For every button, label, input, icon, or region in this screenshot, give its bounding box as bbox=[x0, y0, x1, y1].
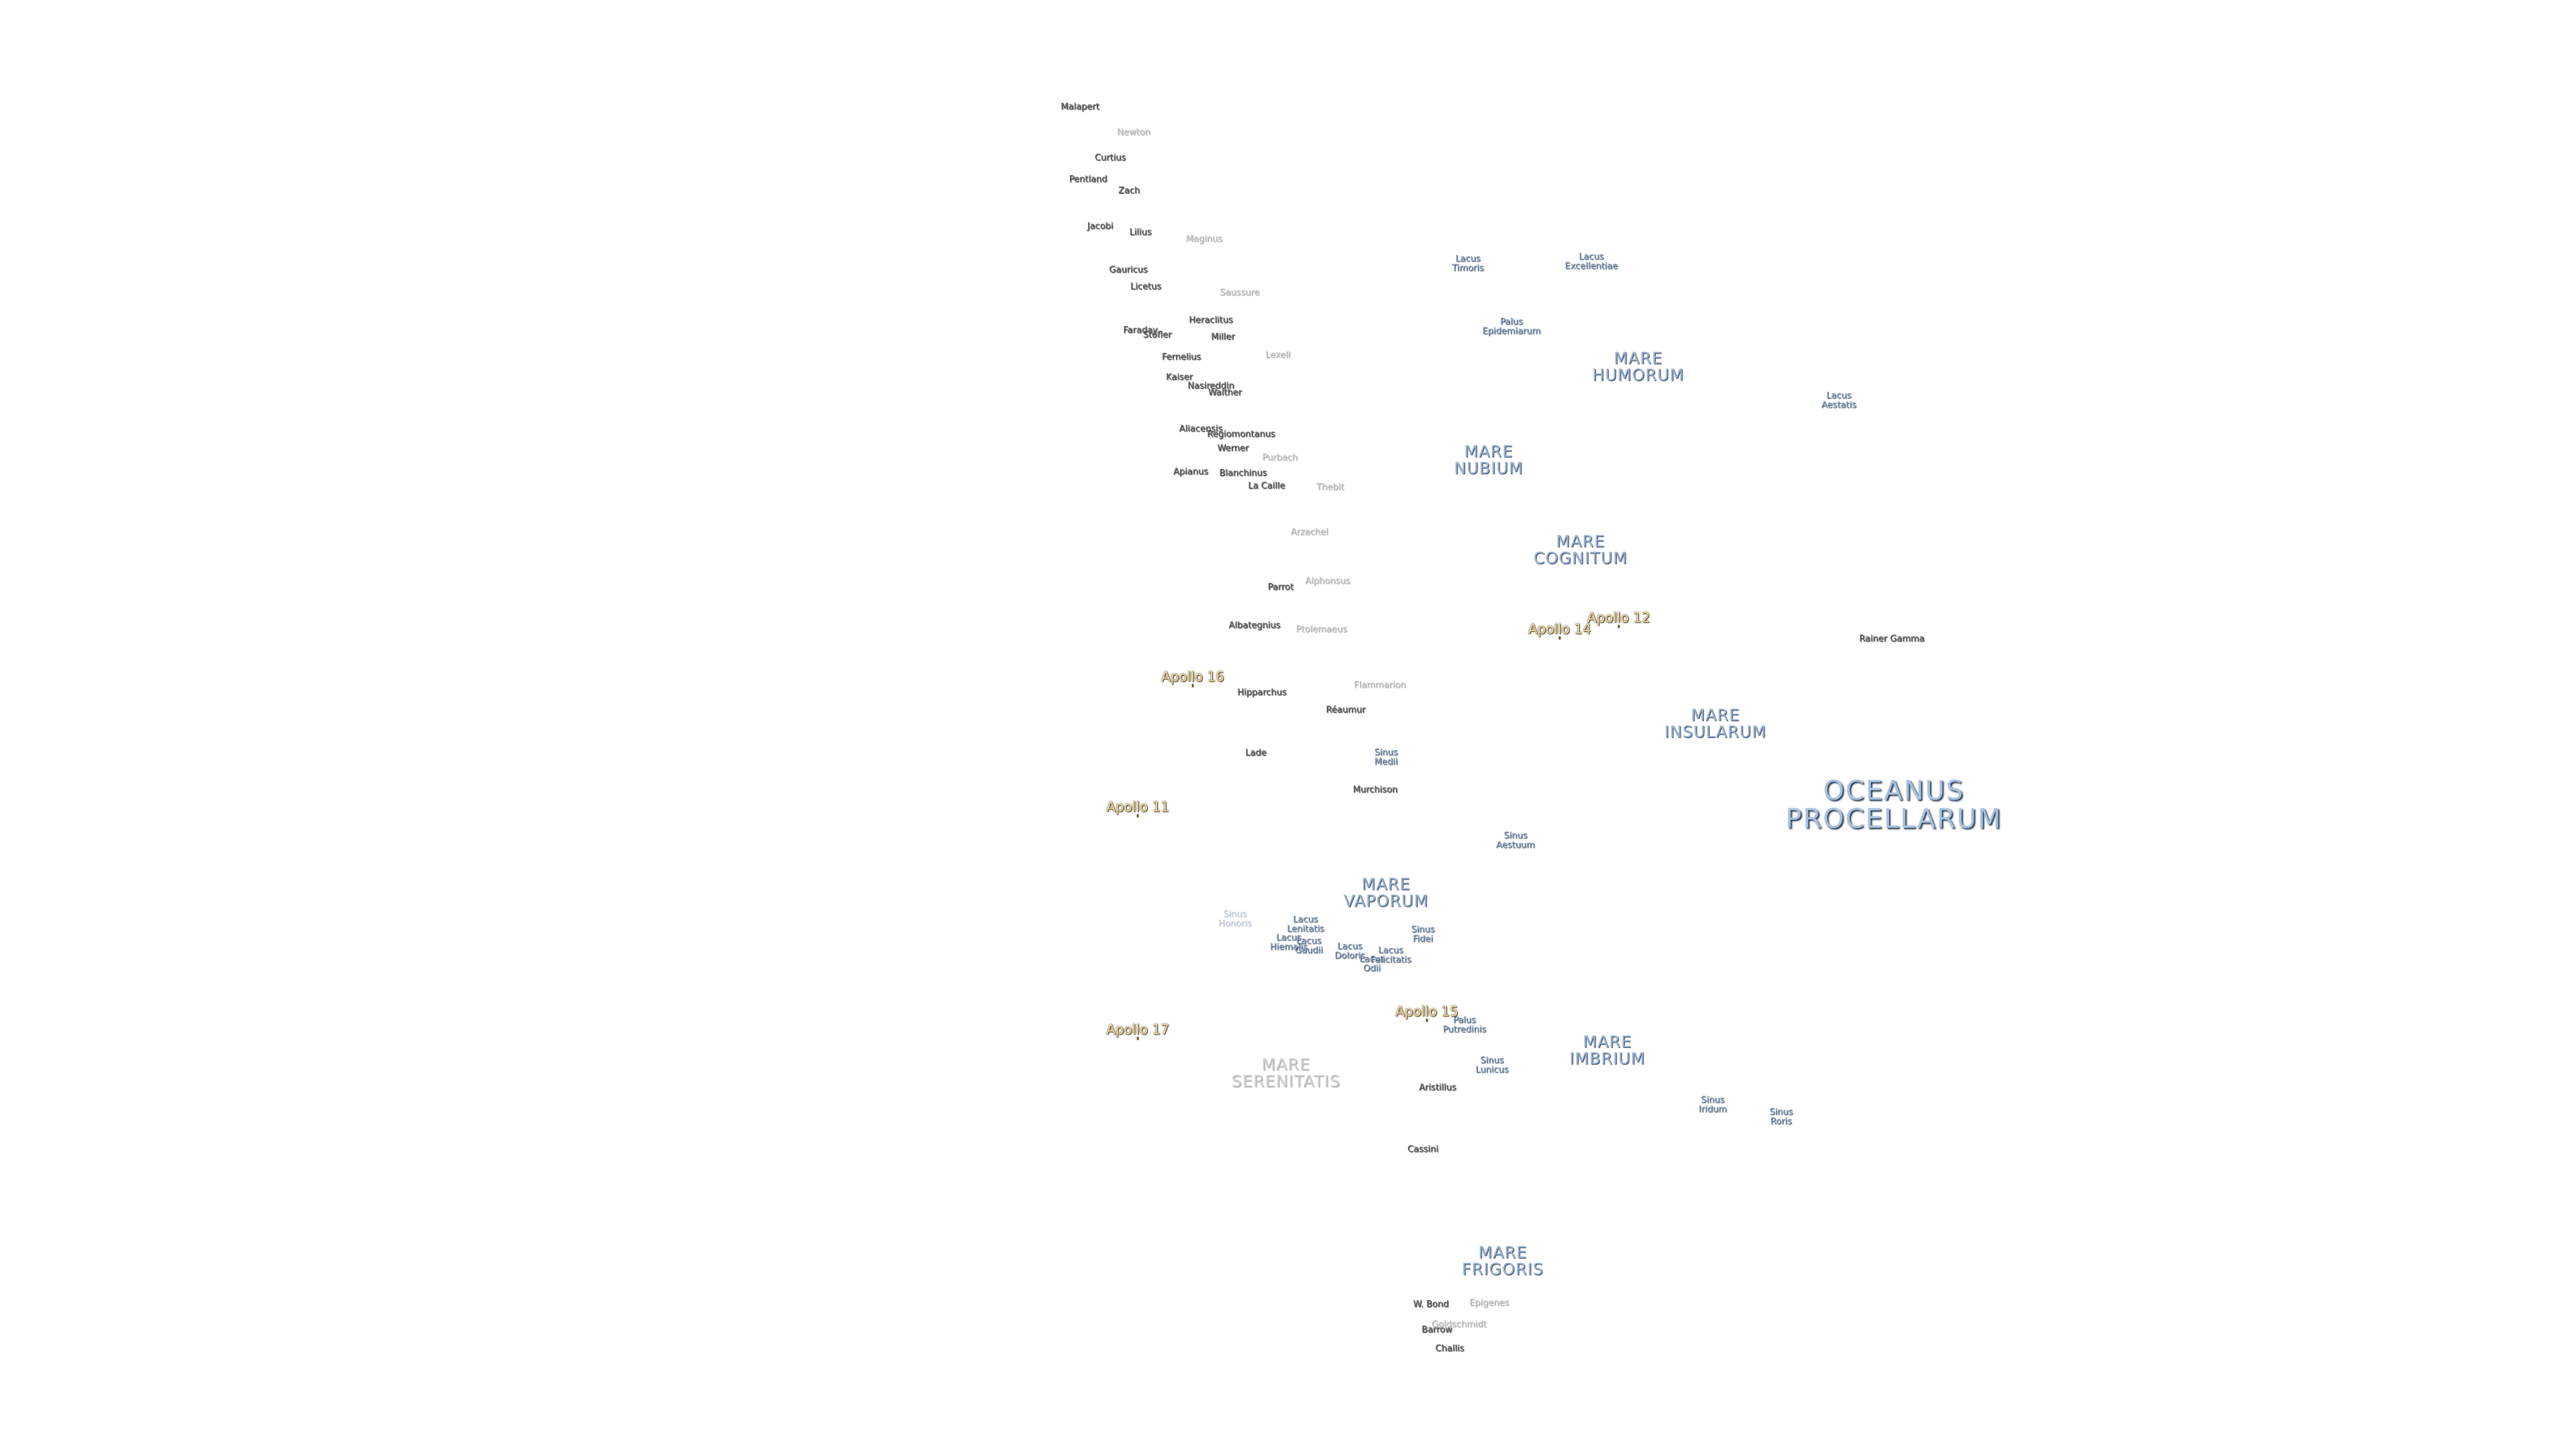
feature-label-lacus-odii: Lacus Odii bbox=[1359, 954, 1385, 973]
crater-label-alphonsus: Alphonsus bbox=[1305, 576, 1350, 587]
crater-label-miller: Miller bbox=[1211, 332, 1235, 343]
crater-label-regiomontanus: Regiomontanus bbox=[1207, 429, 1275, 440]
landing-site-apollo-14: Apollo 14 bbox=[1528, 621, 1591, 637]
feature-label-lacus-gaudii: Lacus Gaudii bbox=[1295, 936, 1323, 955]
feature-label-sinus-medii: Sinus Medii bbox=[1374, 747, 1398, 767]
feature-label-lacus-excellentiae: Lacus Excellentiae bbox=[1564, 252, 1618, 271]
mare-label-mare-insularum: MARE INSULARUM bbox=[1664, 705, 1767, 741]
landing-site-apollo-11: Apollo 11 bbox=[1106, 798, 1169, 815]
mare-label-mare-vaporum: MARE VAPORUM bbox=[1343, 874, 1429, 910]
landing-site-apollo-16: Apollo 16 bbox=[1161, 668, 1224, 685]
crater-label-newton: Newton bbox=[1117, 127, 1150, 138]
crater-label-maginus: Maginus bbox=[1185, 234, 1223, 245]
mare-label-mare-nubium: MARE NUBIUM bbox=[1454, 441, 1523, 478]
crater-label-zach: Zach bbox=[1118, 186, 1140, 197]
feature-label-sinus-iridum: Sinus Iridum bbox=[1699, 1095, 1727, 1114]
crater-label-gauricus: Gauricus bbox=[1109, 265, 1148, 276]
crater-label-murchison: Murchison bbox=[1352, 785, 1398, 796]
feature-label-lacus-lenitatis: Lacus Lenitatis bbox=[1287, 914, 1324, 934]
crater-label-blanchinus: Blanchinus bbox=[1219, 468, 1267, 479]
landing-site-apollo-15: Apollo 15 bbox=[1395, 1003, 1458, 1020]
crater-label-hipparchus: Hipparchus bbox=[1237, 688, 1287, 698]
crater-label-flammarion: Flammarion bbox=[1354, 680, 1406, 691]
feature-label-sinus-lunicus: Sinus Lunicus bbox=[1475, 1055, 1509, 1075]
crater-label-arzachel: Arzachel bbox=[1290, 527, 1329, 538]
feature-label-lacus-timoris: Lacus Timoris bbox=[1452, 254, 1484, 273]
crater-label-epigenes: Epigenes bbox=[1469, 1298, 1509, 1309]
crater-label-lade: Lade bbox=[1245, 748, 1267, 759]
mare-label-mare-serenitatis: MARE SERENITATIS bbox=[1231, 1055, 1341, 1091]
crater-label-thebit: Thebit bbox=[1316, 482, 1344, 493]
feature-label-palus-putredinis: Palus Putredinis bbox=[1442, 1015, 1487, 1034]
crater-label-heraclitus: Heraclitus bbox=[1189, 315, 1233, 326]
feature-label-lacus-felicitatis: Lacus Felicitatis bbox=[1370, 945, 1411, 965]
crater-label-parrot: Parrot bbox=[1267, 582, 1294, 593]
crater-label-pentland: Pentland bbox=[1069, 174, 1108, 185]
feature-label-sinus-honoris: Sinus Honoris bbox=[1218, 909, 1252, 928]
crater-label-ptolemaeus: Ptolemaeus bbox=[1295, 625, 1348, 635]
crater-label-lexell: Lexell bbox=[1265, 350, 1291, 361]
feature-label-sinus-roris: Sinus Roris bbox=[1769, 1107, 1793, 1126]
feature-label-lacus-aestatis: Lacus Aestatis bbox=[1821, 390, 1856, 410]
mare-label-mare-imbrium: MARE IMBRIUM bbox=[1569, 1032, 1646, 1068]
feature-label-palus-epidemiarum: Palus Epidemiarum bbox=[1482, 317, 1541, 336]
crater-label-faraday: Faraday bbox=[1123, 325, 1158, 336]
crater-label-kaiser: Kaiser bbox=[1166, 372, 1193, 383]
crater-label-rainer-gamma: Rainer Gamma bbox=[1859, 634, 1925, 645]
feature-label-lacus-hiemalis: Lacus Hiemalis bbox=[1269, 932, 1308, 952]
crater-label-barrow: Barrow bbox=[1421, 1325, 1452, 1336]
crater-label-lilius: Lilius bbox=[1129, 227, 1152, 238]
crater-label-fernelius: Fernelius bbox=[1161, 352, 1201, 363]
crater-label-w-bond: W. Bond bbox=[1413, 1299, 1449, 1310]
crater-label-malapert: Malapert bbox=[1061, 102, 1099, 113]
crater-label-albategnius: Albategnius bbox=[1228, 621, 1281, 631]
crater-label-licetus: Licetus bbox=[1130, 282, 1162, 292]
crater-label-werner: Werner bbox=[1217, 443, 1249, 454]
mare-label-mare-cognitum: MARE COGNITUM bbox=[1533, 531, 1628, 568]
landing-site-apollo-12: Apollo 12 bbox=[1587, 609, 1650, 626]
crater-label-r-aumur: Réaumur bbox=[1326, 705, 1366, 716]
crater-label-curtius: Curtius bbox=[1094, 153, 1126, 164]
crater-label-walther: Walther bbox=[1208, 388, 1242, 398]
ocean-label-oceanus-procellarum: OCEANUS PROCELLARUM bbox=[1785, 775, 2002, 835]
mare-label-mare-humorum: MARE HUMORUM bbox=[1592, 348, 1684, 384]
crater-label-purbach: Purbach bbox=[1262, 453, 1298, 464]
crater-label-saussure: Saussure bbox=[1220, 288, 1260, 299]
feature-label-sinus-aestuum: Sinus Aestuum bbox=[1496, 830, 1535, 850]
crater-label-aliacensis: Aliacensis bbox=[1179, 424, 1223, 435]
crater-label-goldschmidt: Goldschmidt bbox=[1432, 1320, 1487, 1330]
crater-label-cassini: Cassini bbox=[1407, 1144, 1439, 1155]
feature-label-sinus-fidei: Sinus Fidei bbox=[1411, 924, 1435, 944]
feature-label-lacus-doloris: Lacus Doloris bbox=[1334, 941, 1365, 961]
crater-label-challis: Challis bbox=[1435, 1344, 1464, 1354]
crater-label-aristillus: Aristillus bbox=[1419, 1083, 1456, 1093]
landing-site-apollo-17: Apollo 17 bbox=[1106, 1021, 1169, 1038]
crater-label-nasireddin: Nasireddin bbox=[1187, 381, 1234, 392]
mare-label-mare-frigoris: MARE FRIGORIS bbox=[1461, 1242, 1544, 1279]
crater-label-st-fler: Stöfler bbox=[1142, 330, 1172, 341]
crater-label-jacobi: Jacobi bbox=[1087, 221, 1114, 232]
crater-label-apianus: Apianus bbox=[1173, 467, 1208, 478]
crater-label-la-caille: La Caille bbox=[1248, 481, 1285, 492]
